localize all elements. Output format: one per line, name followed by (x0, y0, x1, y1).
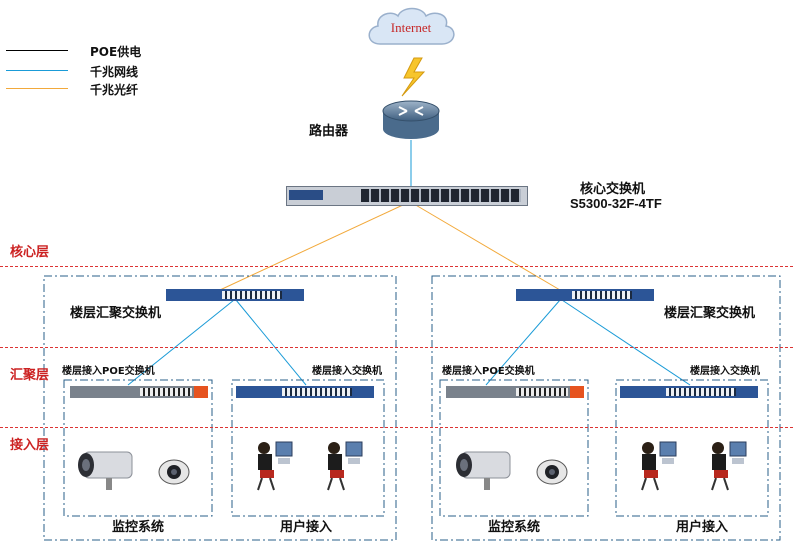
access-switch-label: 楼层接入交换机 (312, 366, 382, 377)
internet-label: Internet (390, 20, 432, 35)
copper-link (127, 299, 235, 386)
aggregation-switch (516, 289, 654, 301)
user-access-label: 用户接入 (676, 520, 729, 535)
surveillance-zone (439, 379, 589, 517)
core-switch (286, 186, 528, 206)
cloud-icon (368, 7, 455, 45)
core-switch-label: 核心交换机 (580, 182, 646, 197)
access-switch-label: 楼层接入交换机 (690, 366, 760, 377)
copper-link (235, 299, 307, 386)
user-zone (231, 379, 385, 517)
fiber-link-left (219, 203, 406, 291)
dome-camera-icon (536, 459, 568, 485)
legend-line-copper (6, 70, 68, 71)
core-switch-model: S5300-32F-4TF (570, 196, 662, 211)
aggregation-layer-divider (0, 347, 793, 348)
access-layer-label: 接入层 (10, 438, 50, 453)
core-layer-label: 核心层 (10, 245, 50, 260)
user-access-label: 用户接入 (280, 520, 333, 535)
surveillance-label: 监控系统 (112, 520, 165, 535)
aggregation-switch-label: 楼层汇聚交换机 (70, 306, 162, 321)
router (381, 99, 441, 141)
user-zone (615, 379, 769, 517)
poe-switch (446, 386, 584, 398)
legend-label-copper: 千兆网线 (90, 65, 139, 79)
user-workstation-icon (257, 441, 293, 491)
bullet-camera-icon (78, 451, 133, 490)
core-layer-divider (0, 266, 793, 267)
surveillance-label: 监控系统 (488, 520, 541, 535)
aggregation-switch (166, 289, 304, 301)
legend-line-poe (6, 50, 68, 51)
access-layer-divider (0, 427, 793, 428)
user-workstation-icon (711, 441, 747, 491)
access-switch (620, 386, 758, 398)
poe-switch-label: 楼层接入POE交换机 (442, 366, 535, 377)
router-icon (382, 100, 440, 139)
poe-switch-label: 楼层接入POE交换机 (62, 366, 155, 377)
dome-camera-icon (158, 459, 190, 485)
building-zone (43, 275, 397, 541)
building-zone (431, 275, 781, 541)
bullet-camera-icon (456, 451, 511, 490)
copper-link (561, 299, 691, 386)
legend-label-fiber: 千兆光纤 (90, 83, 139, 97)
internet-cloud: Internet (362, 4, 460, 54)
router-label: 路由器 (309, 124, 349, 139)
legend-line-fiber (6, 88, 68, 89)
fiber-link-right (413, 203, 561, 291)
poe-switch (70, 386, 208, 398)
access-switch (236, 386, 374, 398)
user-workstation-icon (327, 441, 363, 491)
surveillance-zone (63, 379, 213, 517)
legend-label-poe: POE供电 (90, 45, 142, 59)
user-workstation-icon (641, 441, 677, 491)
aggregation-switch-label: 楼层汇聚交换机 (664, 306, 756, 321)
aggregation-layer-label: 汇聚层 (10, 368, 50, 383)
copper-link (485, 299, 561, 386)
lightning-icon (401, 57, 426, 97)
